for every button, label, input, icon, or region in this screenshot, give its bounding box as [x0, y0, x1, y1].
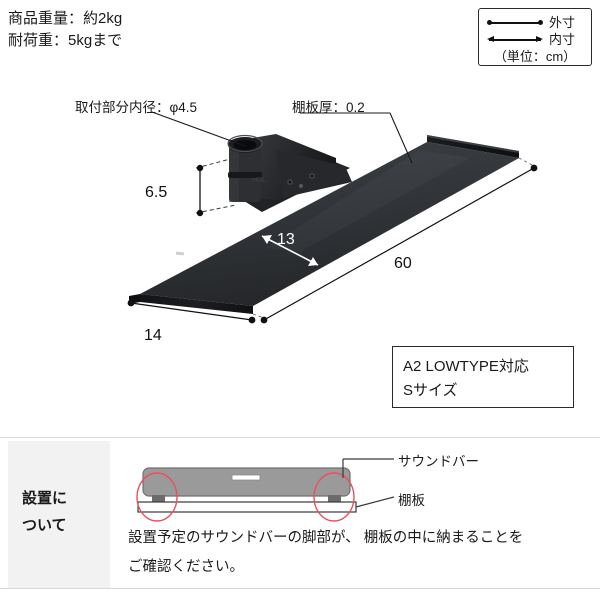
legend-row-outer: 外寸 — [483, 14, 587, 31]
dimension-outer-depth: 14 — [144, 327, 162, 344]
callout-shelf-thickness: 棚板厚：0.2 — [292, 100, 365, 115]
dimension-mount-height: 6.5 — [145, 184, 168, 201]
svg-text:HDL: HDL — [252, 177, 266, 184]
callout-inner-diameter: 取付部分内径：φ4.5 — [75, 100, 198, 115]
shelf-product-illustration: HDL — [127, 111, 538, 324]
installation-heading-line1: 設置に — [22, 490, 68, 507]
spec-text-block: 商品重量：約2kg 耐荷重：5kgまで — [8, 8, 122, 52]
installation-note: 設置予定のサウンドバーの脚部が、 棚板の中に納まることを ご確認ください。 — [128, 524, 523, 582]
installation-heading-line2: ついて — [22, 517, 67, 534]
figure-label-shelf: 棚板 — [398, 493, 425, 508]
legend-outer-label: 外寸 — [549, 15, 576, 30]
installation-heading: 設置に ついて — [22, 485, 67, 539]
dimension-outer-length: 60 — [394, 255, 412, 272]
figure-label-soundbar: サウンドバー — [398, 454, 479, 469]
section-divider-top — [0, 437, 600, 438]
model-size-text: Sサイズ — [403, 382, 458, 399]
installation-heading-panel: 設置に ついて — [8, 441, 110, 588]
legend-box: 外寸 内寸 （単位：cm） — [478, 8, 592, 66]
outer-dimension-line-icon — [487, 18, 543, 28]
installation-note-line2: ご確認ください。 — [128, 559, 244, 575]
legend-unit-note: （単位：cm） — [493, 49, 577, 64]
section-divider-bottom — [0, 588, 600, 589]
legend-row-inner: 内寸 — [483, 31, 587, 48]
dimension-inner-depth: 13 — [277, 231, 295, 248]
inner-dimension-arrow-icon — [487, 35, 543, 45]
load-capacity-text: 耐荷重：5kgまで — [8, 32, 123, 49]
legend-inner-label: 内寸 — [549, 32, 576, 47]
product-weight-text: 商品重量：約2kg — [8, 10, 123, 27]
installation-note-line1: 設置予定のサウンドバーの脚部が、 棚板の中に納まることを — [128, 530, 524, 546]
model-compatibility-box: A2 LOWTYPE対応 Sサイズ — [392, 346, 574, 408]
model-type-text: A2 LOWTYPE対応 — [403, 358, 529, 375]
